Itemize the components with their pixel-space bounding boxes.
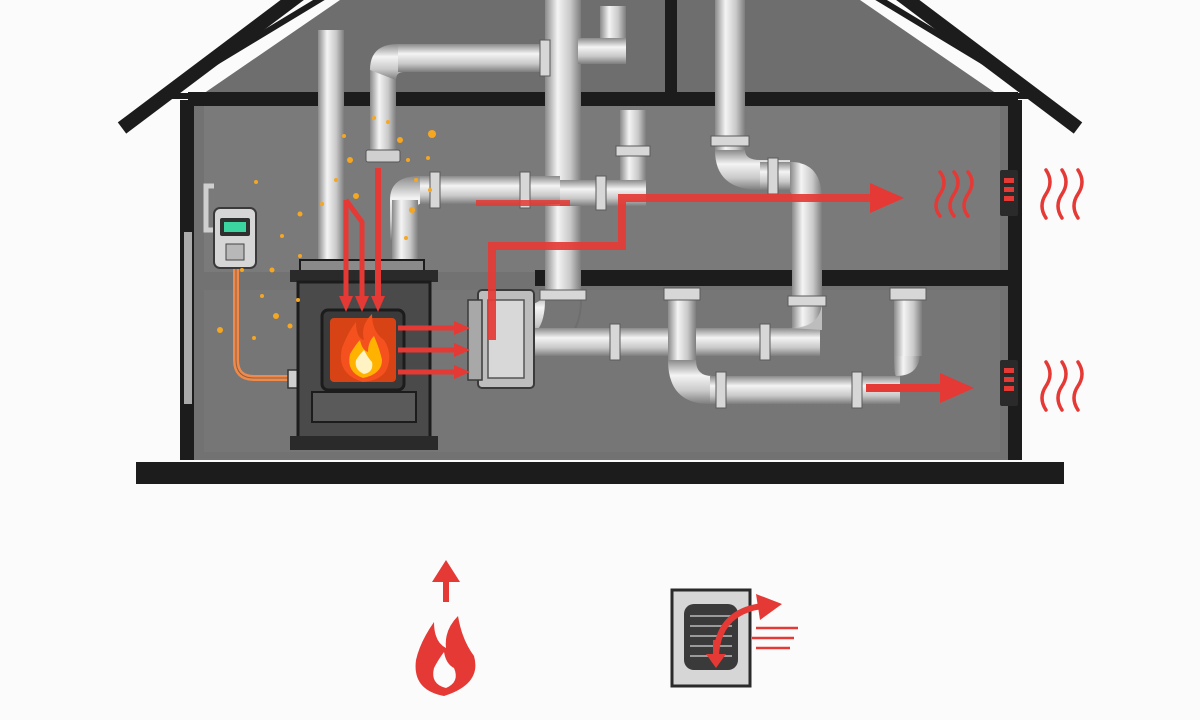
blower-icon bbox=[467, 289, 535, 389]
heat-flow-arrows bbox=[339, 168, 974, 403]
sparks bbox=[217, 116, 436, 340]
vent-register-icon bbox=[1000, 170, 1018, 216]
duct-network bbox=[318, 0, 927, 409]
air-circulation-icon bbox=[670, 588, 798, 688]
heat-rising-icon bbox=[415, 560, 476, 696]
furnace-icon bbox=[290, 259, 438, 450]
vent-register-icon bbox=[1000, 360, 1018, 406]
heat-wave-icon bbox=[934, 168, 1084, 412]
